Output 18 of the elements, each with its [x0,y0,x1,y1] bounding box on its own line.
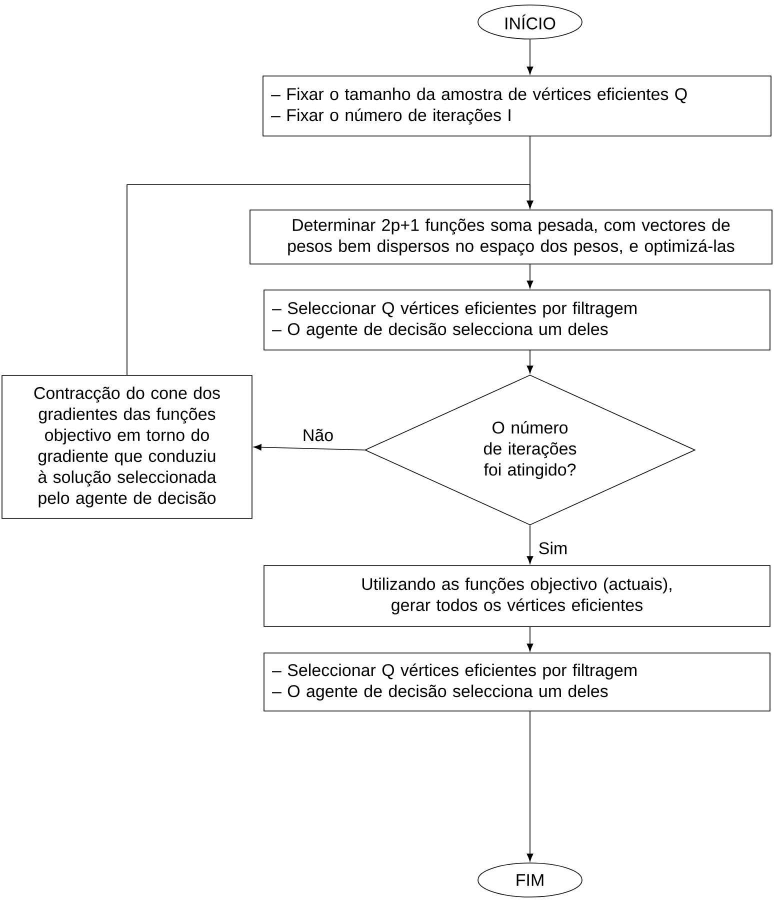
process-box: Contracção do cone dos gradientes das funções objectivo em torno do gradiente que conduziu à solução seleccionada pelo agente de decisão [2,375,252,519]
edge-label: Não [301,428,335,442]
start-terminal: INÍCIO [478,4,582,40]
process-box: – Seleccionar Q vértices eficientes por filtragem – O agente de decisão selecciona um deles [264,652,770,712]
arrow [526,264,534,288]
edge-label: Sim [537,540,569,556]
arrow [526,39,534,74]
arrow [526,350,534,374]
arrow [254,444,365,450]
end-terminal: FIM [478,862,582,898]
arrow [526,525,534,564]
process-box: Utilizando as funções objectivo (actuais), gerar todos os vértices eficientes [264,565,770,627]
arrow [526,711,534,862]
arrow [126,184,534,376]
process-box: Determinar 2p+1 funções soma pesada, com vectores de pesos bem dispersos no espaço dos pesos, e optimizá-las [250,210,772,264]
process-box: – Fixar o tamanho da amostra de vértices eficientes Q – Fixar o número de iterações I [262,76,772,136]
process-box: – Seleccionar Q vértices eficientes por filtragem – O agente de decisão selecciona um deles [264,290,770,350]
arrow [526,626,534,652]
